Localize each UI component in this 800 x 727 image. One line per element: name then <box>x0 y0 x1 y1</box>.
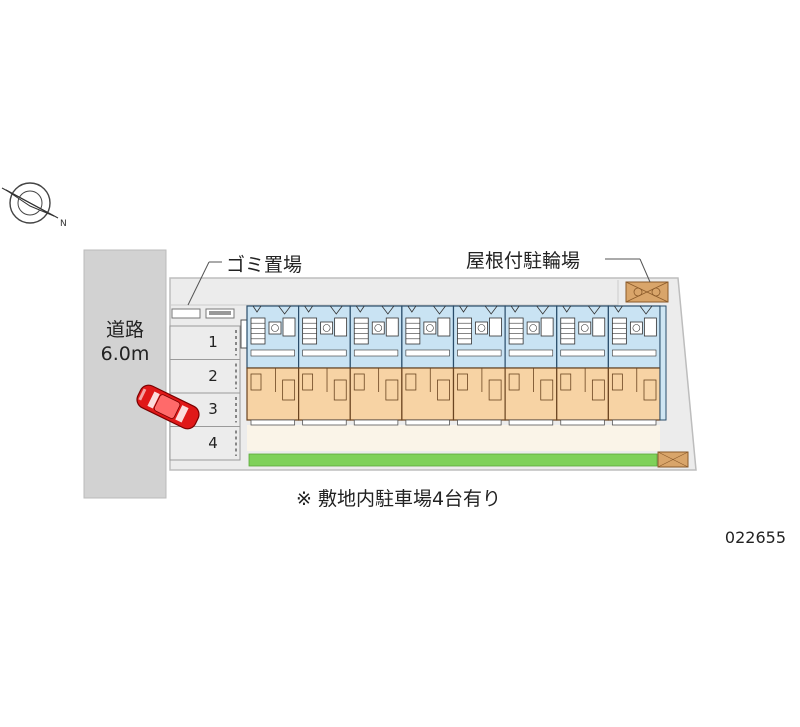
car-icon <box>136 384 200 430</box>
property-code: 022655 <box>724 528 786 547</box>
stair-landing <box>240 319 248 349</box>
apartment-unit <box>401 305 455 426</box>
bicycle-leader-line-2 <box>639 258 651 283</box>
garbage-leader-line <box>187 261 210 306</box>
bicycle-parking-label: 屋根付駐輪場 <box>466 250 581 272</box>
apartment-unit <box>246 305 300 426</box>
parking-lot <box>169 325 241 461</box>
garbage-area <box>171 308 235 319</box>
hedge <box>248 453 658 467</box>
site-walkway <box>170 280 619 306</box>
road-name-label: 道路 <box>105 319 144 341</box>
apartment-unit <box>607 305 661 426</box>
planter <box>657 451 689 468</box>
svg-text:N: N <box>60 219 67 229</box>
apartment-unit <box>452 305 506 426</box>
apartment-building <box>240 305 667 426</box>
parking-slot-4 <box>169 426 241 461</box>
apartment-unit <box>298 305 351 426</box>
parking-slot-2 <box>169 359 241 394</box>
garbage-area-label: ゴミ置場 <box>226 254 303 276</box>
parking-slot-1 <box>169 325 241 360</box>
road <box>83 249 167 499</box>
parking-slot-number: 4 <box>208 433 218 452</box>
apartment-unit <box>349 305 403 426</box>
apartment-unit <box>556 305 609 426</box>
parking-slot-number: 3 <box>208 400 218 418</box>
building-end-wall <box>659 305 667 421</box>
parking-slot-number: 1 <box>208 333 218 351</box>
north-compass-icon: N <box>1 182 67 229</box>
courtyard <box>247 425 660 451</box>
parking-slot-number: 2 <box>208 366 218 385</box>
apartment-unit <box>504 305 558 426</box>
bicycle-shed <box>625 281 669 303</box>
road-width-label: 6.0m <box>100 343 150 365</box>
parking-note: ※ 敷地内駐車場4台有り <box>296 488 502 510</box>
